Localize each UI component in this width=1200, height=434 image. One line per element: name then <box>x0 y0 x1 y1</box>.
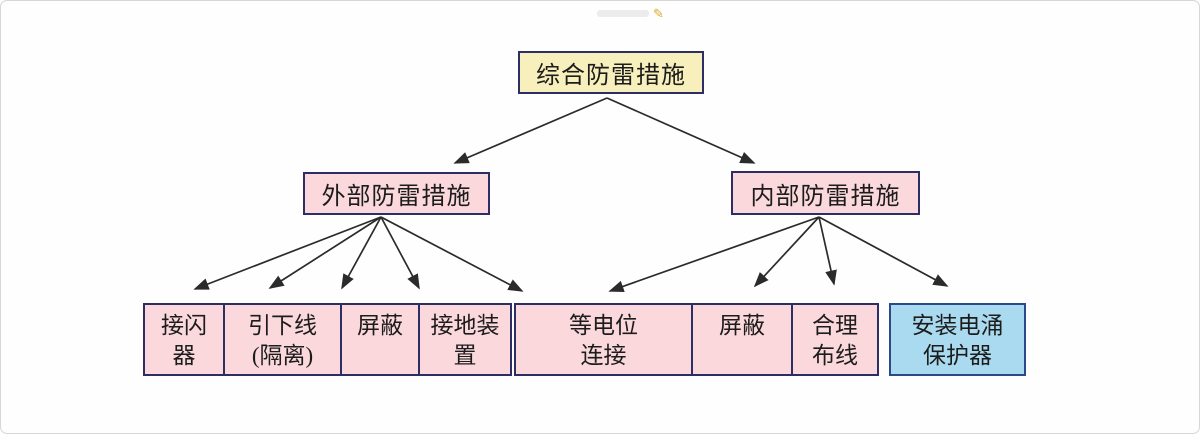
leaf-line: 器 <box>172 343 196 368</box>
leaf-grounding-device: 接地装 置 <box>418 305 510 374</box>
node-external-measures: 外部防雷措施 <box>303 172 490 215</box>
leaf-surge-protector: 安装电涌 保护器 <box>891 305 1024 374</box>
leaf-line: 屏蔽 <box>357 313 403 338</box>
leaf-line: 连接 <box>580 343 627 368</box>
leaf-air-terminal: 接闪 器 <box>145 305 223 374</box>
leaf-line: (隔离) <box>251 343 314 368</box>
leaf-shielding-internal: 屏蔽 <box>691 305 791 374</box>
leaf-down-conductor: 引下线 (隔离) <box>223 305 340 374</box>
leaf-line: 置 <box>453 343 477 368</box>
node-internal-measures: 内部防雷措施 <box>731 171 920 215</box>
leaf-group-external: 接闪 器 引下线 (隔离) 屏蔽 接地装 置 <box>143 303 512 376</box>
leaf-line: 合理 <box>812 313 858 338</box>
watermark: ✎ <box>597 7 664 20</box>
leaf-line: 引下线 <box>248 313 317 338</box>
leaf-group-surge: 安装电涌 保护器 <box>889 303 1026 376</box>
leaf-group-internal: 等电位 连接 屏蔽 合理 布线 <box>514 303 879 376</box>
leaf-line: 屏蔽 <box>719 313 765 338</box>
leaf-equipotential-bonding: 等电位 连接 <box>516 305 691 374</box>
leaf-line: 接闪 <box>161 313 207 338</box>
leaf-shielding-external: 屏蔽 <box>340 305 418 374</box>
node-comprehensive-measures: 综合防雷措施 <box>518 51 704 94</box>
leaf-line: 等电位 <box>569 313 638 338</box>
leaf-line: 接地装 <box>430 313 500 338</box>
leaf-reasonable-cabling: 合理 布线 <box>791 305 877 374</box>
leaf-line: 布线 <box>812 343 858 368</box>
edit-pencil-icon[interactable]: ✎ <box>653 6 664 21</box>
leaf-line: 保护器 <box>923 343 992 368</box>
leaf-line: 安装电涌 <box>911 313 1004 338</box>
watermark-smudge <box>597 10 649 17</box>
